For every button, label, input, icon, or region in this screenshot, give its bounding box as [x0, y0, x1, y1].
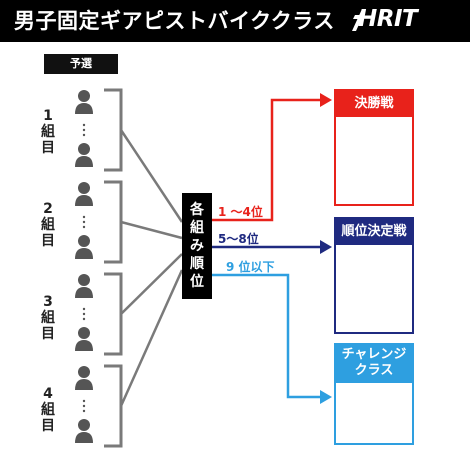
qualifying-tag: 予選	[44, 54, 118, 74]
group-4-bracket	[104, 364, 123, 448]
group-4-riders	[75, 366, 93, 443]
page-title: 男子固定ギアピストバイククラス	[14, 9, 335, 33]
header-bar: 男子固定ギアピストバイククラス HRIT	[0, 0, 470, 42]
final-card-challenge: チャレンジ クラス	[334, 343, 414, 445]
placement-title: 順位決定戦	[336, 219, 412, 245]
group-1-bracket	[104, 88, 123, 172]
group-3-bracket	[104, 272, 123, 356]
final-card-championship: 決勝戦	[334, 89, 414, 206]
edge-label-5-8: 5〜8位	[218, 232, 259, 246]
brand-logo: HRIT	[358, 6, 418, 32]
red-arrow	[212, 98, 322, 222]
challenge-title: チャレンジ クラス	[336, 345, 412, 383]
final-title: 決勝戦	[336, 91, 412, 117]
edge-label-top4: 1 〜4位	[218, 205, 263, 219]
logo-icon	[352, 9, 366, 31]
edge-label-9-below: 9 位以下	[226, 260, 275, 274]
converging-lines	[119, 129, 184, 407]
group-2-riders	[75, 182, 93, 259]
final-card-placement: 順位決定戦	[334, 217, 414, 334]
group-ranking-box: 各 組 み 順 位	[182, 193, 212, 299]
group-1-riders	[75, 90, 93, 167]
group-2-bracket	[104, 180, 123, 264]
blue-arrow	[212, 273, 322, 399]
group-3-riders	[75, 274, 93, 351]
